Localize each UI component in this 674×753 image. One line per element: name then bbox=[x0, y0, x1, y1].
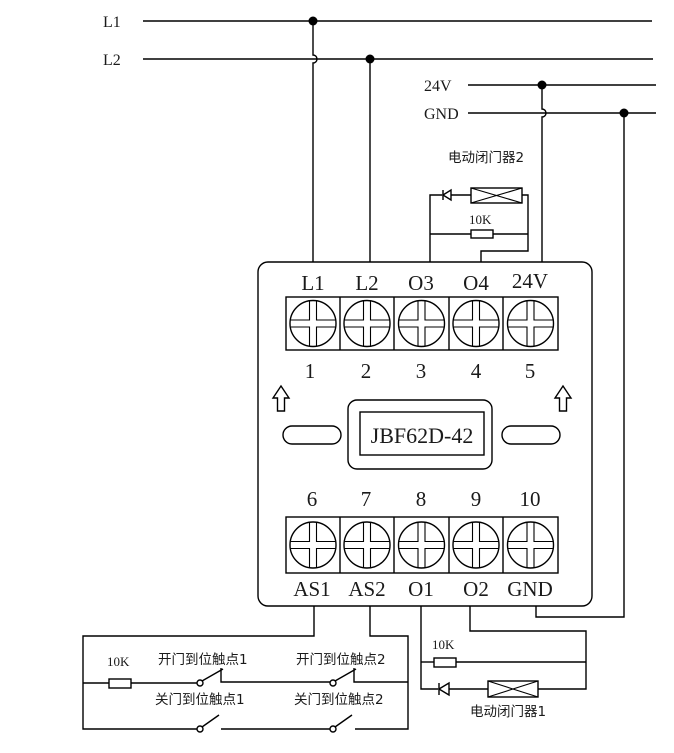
terminal-1-label: L1 bbox=[301, 271, 324, 295]
bus-label-l2: L2 bbox=[103, 52, 121, 69]
door-closer-2-solenoid-icon bbox=[470, 187, 523, 204]
contact-open-1-label: 开门到位触点1 bbox=[158, 652, 248, 668]
door-closer-1-resistor-icon bbox=[433, 657, 457, 668]
switch-icon-open-1 bbox=[196, 668, 224, 687]
bus-label-24v: 24V bbox=[424, 78, 452, 95]
top-terminal-numbers: 1 2 3 4 5 bbox=[305, 359, 536, 383]
terminal-3-number: 3 bbox=[416, 359, 427, 383]
contact-close-1-label: 关门到位触点1 bbox=[155, 692, 245, 708]
door-closer-1-label: 电动闭门器1 bbox=[470, 704, 546, 720]
bottom-terminal-numbers: 6 7 8 9 10 bbox=[307, 487, 541, 511]
mounting-slot-right bbox=[501, 425, 561, 445]
wire-as2 bbox=[355, 606, 409, 730]
bottom-terminal-block bbox=[285, 516, 559, 574]
switch-icon-close-2 bbox=[329, 714, 353, 733]
switch-icon-open-2 bbox=[329, 668, 357, 687]
bus-lines: L1 L2 24V GND bbox=[103, 14, 656, 618]
screw-icon-terminal-4[interactable] bbox=[452, 299, 500, 348]
wire-l1-to-terminal-1 bbox=[312, 21, 318, 262]
terminal-9-number: 9 bbox=[471, 487, 482, 511]
wire-gnd-to-terminal-10 bbox=[535, 113, 625, 618]
door-closer-1-circuit: 10K 电动闭门器1 bbox=[420, 606, 587, 720]
door-closer-2-circuit: 电动闭门器2 10K bbox=[429, 150, 529, 262]
terminal-7-number: 7 bbox=[361, 487, 372, 511]
wire-o1 bbox=[420, 606, 438, 690]
screw-icon-terminal-2[interactable] bbox=[343, 299, 391, 348]
door-closer-2-label: 电动闭门器2 bbox=[448, 150, 524, 166]
terminal-6-number: 6 bbox=[307, 487, 318, 511]
up-arrow-icon-right bbox=[553, 384, 573, 412]
screw-icon-terminal-9[interactable] bbox=[452, 521, 500, 569]
terminal-8-label: O1 bbox=[408, 577, 434, 601]
switch-icon-close-1 bbox=[196, 714, 220, 733]
model-label-box bbox=[359, 411, 485, 456]
terminal-4-number: 4 bbox=[471, 359, 482, 383]
feedback-contacts-circuit: 10K 开门到位触点1 开门到位触点2 关门到位触点1 关门到位触点2 bbox=[82, 606, 409, 733]
terminal-10-label: GND bbox=[507, 577, 553, 601]
wire-o2 bbox=[469, 606, 587, 690]
terminal-9-label: O2 bbox=[463, 577, 489, 601]
bus-label-gnd: GND bbox=[424, 106, 459, 123]
terminal-10-number: 10 bbox=[520, 487, 541, 511]
door-closer-2-wire bbox=[429, 194, 442, 262]
terminal-7-label: AS2 bbox=[348, 577, 385, 601]
module-jbf62d-42: L1 L2 O3 O4 24V 1 2 3 4 5 JBF62D-42 6 7 bbox=[257, 261, 593, 607]
screw-icon-terminal-7[interactable] bbox=[343, 521, 391, 569]
terminal-2-number: 2 bbox=[361, 359, 372, 383]
terminal-4-label: O4 bbox=[463, 271, 489, 295]
bus-label-l1: L1 bbox=[103, 14, 121, 31]
up-arrow-icon-left bbox=[271, 384, 291, 412]
model-label: JBF62D-42 bbox=[371, 423, 474, 448]
resistor-icon bbox=[470, 229, 494, 239]
bottom-terminal-block-frame bbox=[285, 516, 559, 574]
screw-icon-terminal-3[interactable] bbox=[397, 299, 446, 348]
top-terminal-block-frame bbox=[285, 296, 559, 351]
feedback-resistor-icon bbox=[108, 678, 132, 689]
door-closer-1-resistor-label: 10K bbox=[432, 637, 455, 652]
door-closer-2-resistor-label: 10K bbox=[469, 212, 492, 227]
contact-close-2-label: 关门到位触点2 bbox=[294, 692, 384, 708]
diode-icon bbox=[441, 188, 452, 202]
terminal-8-number: 8 bbox=[416, 487, 427, 511]
top-terminal-block bbox=[285, 296, 559, 351]
wire-24v-to-terminal-5 bbox=[541, 85, 547, 262]
terminal-2-label: L2 bbox=[355, 271, 378, 295]
terminal-5-label: 24V bbox=[512, 269, 548, 293]
wire-as1 bbox=[82, 606, 315, 730]
contact-open-2-label: 开门到位触点2 bbox=[296, 652, 386, 668]
terminal-3-label: O3 bbox=[408, 271, 434, 295]
door-closer-1-diode-icon bbox=[437, 681, 450, 697]
terminal-6-label: AS1 bbox=[293, 577, 330, 601]
screw-icon-terminal-10[interactable] bbox=[506, 521, 555, 569]
terminal-5-number: 5 bbox=[525, 359, 536, 383]
screw-icon-terminal-8[interactable] bbox=[397, 521, 446, 569]
feedback-resistor-label: 10K bbox=[107, 654, 130, 669]
module-body bbox=[257, 261, 593, 607]
door-closer-1-solenoid-icon bbox=[487, 680, 539, 698]
screw-icon-terminal-6[interactable] bbox=[289, 521, 337, 569]
mounting-slot-left bbox=[282, 425, 342, 445]
model-label-frame bbox=[347, 399, 493, 470]
screw-icon-terminal-1[interactable] bbox=[289, 299, 337, 348]
bottom-terminal-labels: AS1 AS2 O1 O2 GND bbox=[293, 577, 552, 601]
top-terminal-labels: L1 L2 O3 O4 24V bbox=[301, 269, 548, 295]
terminal-1-number: 1 bbox=[305, 359, 316, 383]
screw-icon-terminal-5[interactable] bbox=[506, 299, 555, 348]
